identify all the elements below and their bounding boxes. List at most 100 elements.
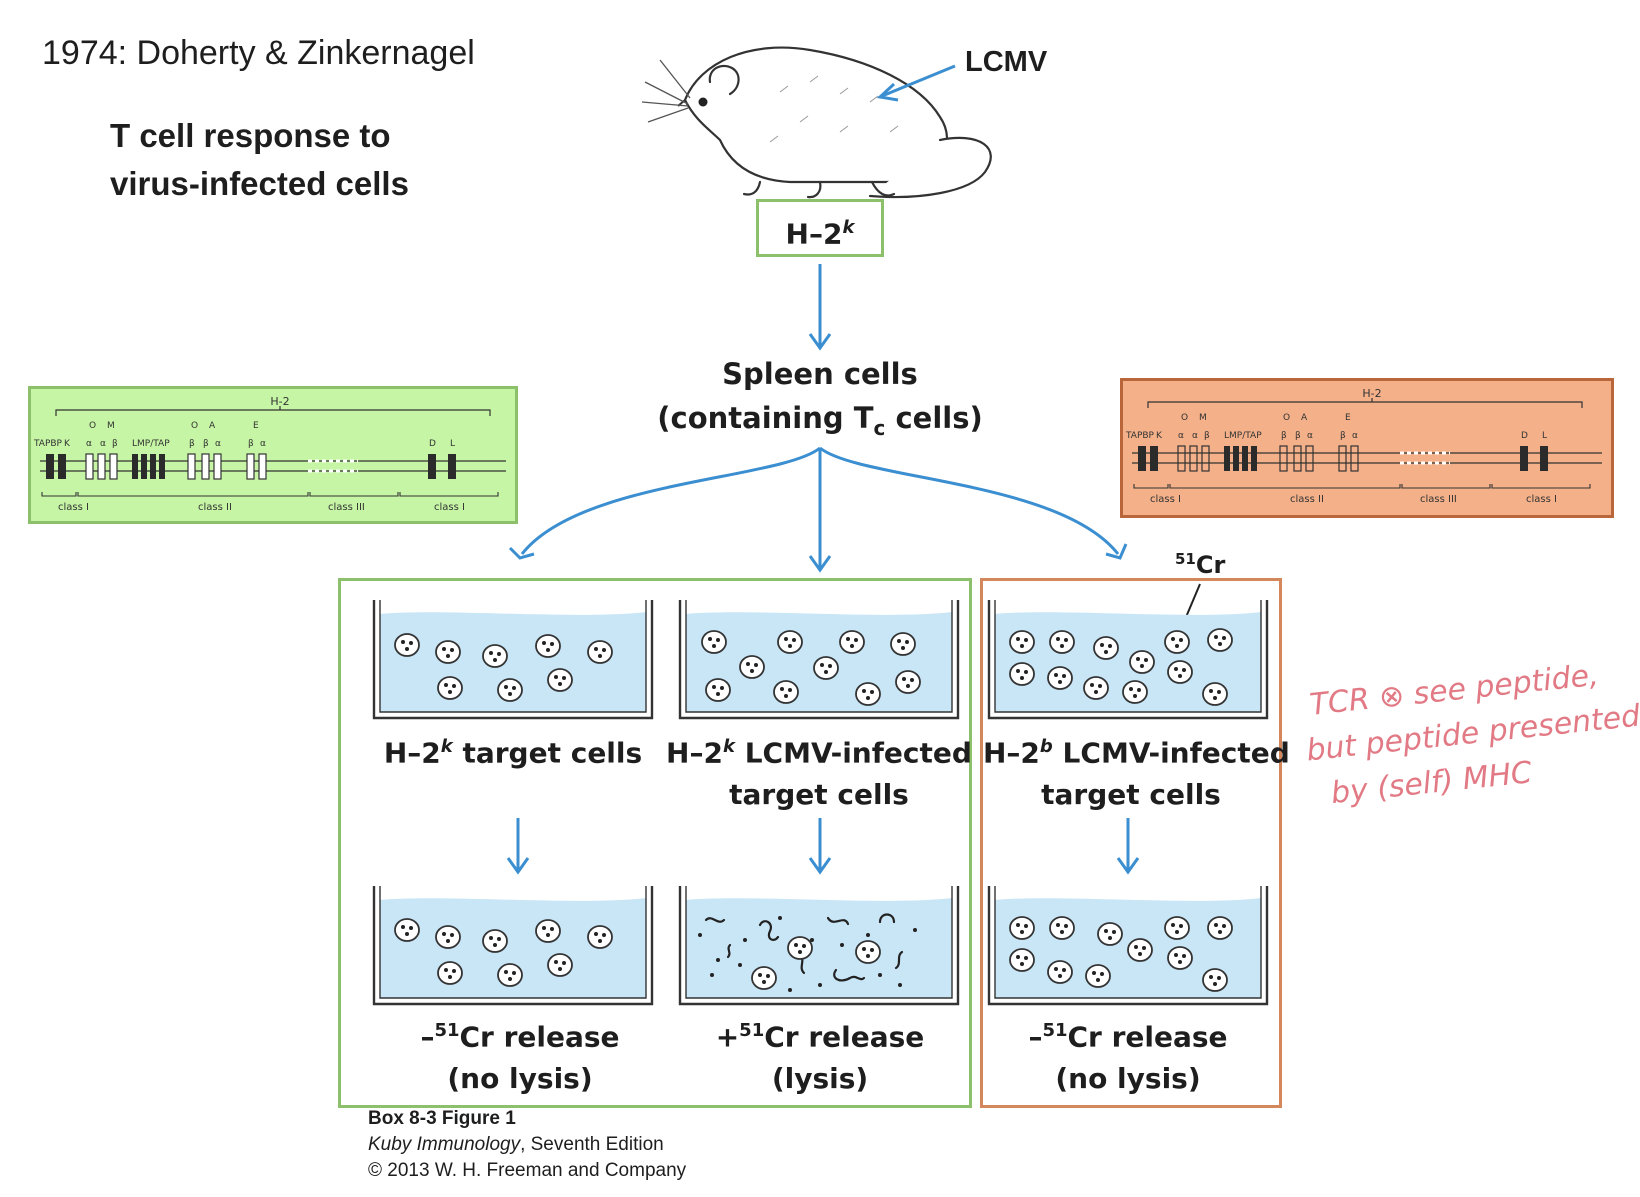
result-label-col1: –51Cr release (no lysis) <box>390 1010 650 1100</box>
gene-o-4: O <box>1283 413 1290 423</box>
gene-a: A <box>209 421 216 431</box>
col2-rest: LCMV-infected <box>734 736 972 770</box>
gene-l: L <box>450 439 455 449</box>
result-col3-sup: 51 <box>1042 1020 1068 1041</box>
subtitle-line-1: T cell response to <box>110 117 391 154</box>
gene-m: M <box>107 421 115 431</box>
result-col3-pre: – <box>1028 1020 1043 1054</box>
caption-book-title: Kuby Immunology <box>368 1134 521 1155</box>
greek-1: α <box>86 439 92 449</box>
class-i-label-1: class I <box>58 502 89 513</box>
branch-arrows <box>508 446 1128 573</box>
gene-o-2: O <box>191 421 198 431</box>
gene-k: K <box>64 439 71 449</box>
result-col2-pre: + <box>715 1020 740 1054</box>
subtitle: T cell response to virus-infected cells <box>110 112 409 208</box>
greek-3: β <box>112 439 118 449</box>
spleen-line-2: (containing Tc cells) <box>640 396 1000 450</box>
greek-b2: α <box>1192 431 1198 441</box>
caption-line-2: Kuby Immunology, Seventh Edition <box>368 1132 686 1158</box>
lcmv-arrow <box>876 64 956 102</box>
result-col2-line1: +51Cr release <box>690 1010 950 1058</box>
gene-map-title: H-2 <box>270 395 289 408</box>
spleen-line-1: Spleen cells <box>722 357 918 391</box>
greek-b5: β <box>1295 431 1301 441</box>
greek-b7: β <box>1340 431 1346 441</box>
result-col2-sup: 51 <box>739 1020 765 1041</box>
greek-2: α <box>100 439 106 449</box>
greek-b1: α <box>1178 431 1184 441</box>
result-col3-line2: (no lysis) <box>1055 1062 1201 1096</box>
result-col1-line1: –51Cr release <box>390 1010 650 1058</box>
target-label-col3-line1: H–2b LCMV-infected <box>983 726 1290 774</box>
page-title: 1974: Doherty & Zinkernagel <box>42 34 475 72</box>
target-label-col2: H–2k LCMV-infected target cells <box>660 726 978 816</box>
gene-map-green: H-2 TAPBP K O M LMP/TAP O A E D L α α β … <box>28 386 518 524</box>
gene-m-2: M <box>1199 413 1207 423</box>
gene-a-2: A <box>1301 413 1308 423</box>
gene-map-title-2: H-2 <box>1362 387 1381 400</box>
greek-b4: β <box>1281 431 1287 441</box>
result-col2-rest: Cr release <box>764 1020 925 1054</box>
target-label-col1-line1: H–2k target cells <box>380 726 646 774</box>
result-col3-rest: Cr release <box>1067 1020 1228 1054</box>
col3-sup: b <box>1039 736 1053 757</box>
arrow-to-spleen <box>808 264 832 351</box>
spleen-line-2-sub: c <box>873 415 886 440</box>
gene-lmp-tap-2: LMP/TAP <box>1224 431 1262 441</box>
result-label-col3: –51Cr release (no lysis) <box>998 1010 1258 1100</box>
gene-d: D <box>429 439 436 449</box>
subtitle-line-2: virus-infected cells <box>110 165 409 202</box>
result-col1-pre: – <box>420 1020 435 1054</box>
target-label-col3: H–2b LCMV-infected target cells <box>983 726 1290 816</box>
gene-tapbp: TAPBP <box>33 439 63 449</box>
col2-base: H–2 <box>666 736 723 770</box>
col1-base: H–2 <box>383 736 441 770</box>
figure-caption: Box 8-3 Figure 1 Kuby Immunology, Sevent… <box>368 1106 686 1184</box>
target-label-col2-line2: target cells <box>729 778 909 812</box>
gene-e-2: E <box>1345 413 1351 423</box>
lcmv-label: LCMV <box>965 46 1048 78</box>
chromium-sup: 51 <box>1175 550 1196 568</box>
gene-o: O <box>89 421 96 431</box>
target-label-col2-line1: H–2k LCMV-infected <box>660 726 978 774</box>
class-i-label-3: class I <box>1150 494 1181 505</box>
class-ii-label-2: class II <box>1290 494 1324 505</box>
greek-8: α <box>260 439 266 449</box>
greek-4: β <box>189 439 195 449</box>
col3-rest: LCMV-infected <box>1052 736 1290 770</box>
different-haplotype-group-box <box>980 578 1282 1108</box>
gene-o-3: O <box>1181 413 1188 423</box>
result-col1-line2: (no lysis) <box>447 1062 593 1096</box>
mouse-haplotype-box: H–2k <box>756 199 884 257</box>
class-ii-label: class II <box>198 502 232 513</box>
gene-tapbp-2: TAPBP <box>1125 431 1155 441</box>
greek-b8: α <box>1352 431 1358 441</box>
spleen-cells-label: Spleen cells (containing Tc cells) <box>640 352 1000 450</box>
class-i-label-2: class I <box>434 502 465 513</box>
greek-6: α <box>215 439 221 449</box>
gene-lmp-tap: LMP/TAP <box>132 439 170 449</box>
gene-d-2: D <box>1521 431 1528 441</box>
class-i-label-4: class I <box>1526 494 1557 505</box>
caption-edition: , Seventh Edition <box>520 1134 664 1155</box>
target-label-col1: H–2k target cells <box>380 726 646 774</box>
result-col2-line2: (lysis) <box>771 1062 869 1096</box>
greek-b6: α <box>1307 431 1313 441</box>
col1-sup: k <box>440 736 453 757</box>
mouse-illustration <box>641 46 992 199</box>
col1-rest: target cells <box>452 736 643 770</box>
same-haplotype-group-box <box>338 578 972 1108</box>
result-col1-sup: 51 <box>434 1020 460 1041</box>
result-col3-line1: –51Cr release <box>998 1010 1258 1058</box>
greek-7: β <box>248 439 254 449</box>
caption-line-1: Box 8-3 Figure 1 <box>368 1108 516 1129</box>
gene-l-2: L <box>1542 431 1547 441</box>
result-col1-rest: Cr release <box>459 1020 620 1054</box>
result-label-col2: +51Cr release (lysis) <box>690 1010 950 1100</box>
chromium-pointer <box>1177 583 1201 637</box>
gene-map-orange: H-2 TAPBP K O M LMP/TAP O A E D L α α β … <box>1120 378 1614 518</box>
handwritten-note: TCR ⊗ see peptide, but peptide presented… <box>1305 654 1640 813</box>
col2-sup: k <box>722 736 735 757</box>
class-iii-label-2: class III <box>1420 494 1457 505</box>
